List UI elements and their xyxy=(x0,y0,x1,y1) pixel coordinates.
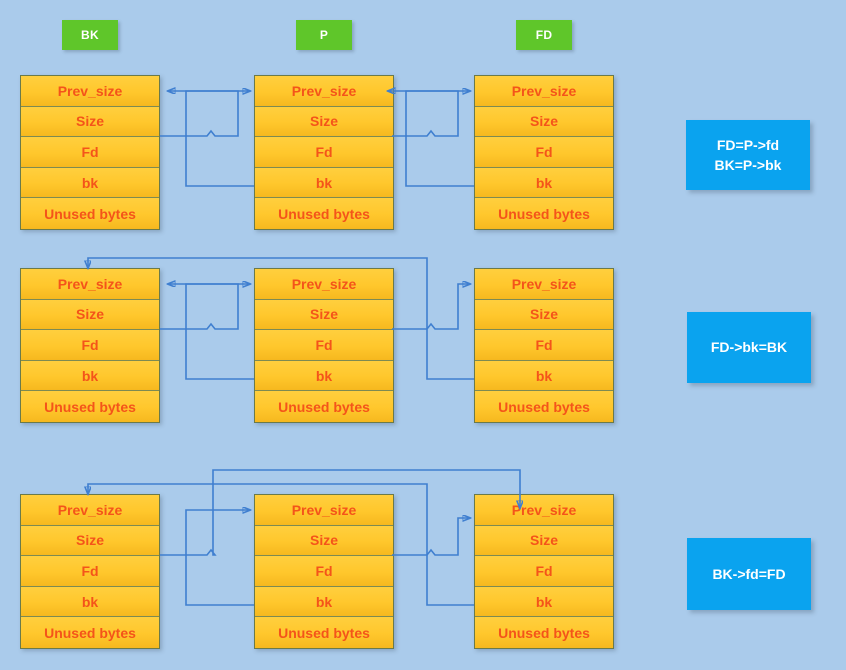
row-2-chunk-fd: Prev_size Size Fd bk Unused bytes xyxy=(474,268,614,423)
row-3-arrow-p-bk-to-bk xyxy=(185,510,254,606)
field-fd: Fd xyxy=(255,556,393,587)
field-bk: bk xyxy=(475,360,613,392)
row-1-arrow-p-bk-to-bk xyxy=(185,91,254,187)
field-prev-size: Prev_size xyxy=(21,495,159,526)
row-2-arrow-p-fd-to-fd xyxy=(392,284,470,330)
field-size: Size xyxy=(255,299,393,331)
field-bk: bk xyxy=(21,167,159,199)
field-fd: Fd xyxy=(475,330,613,361)
field-prev-size: Prev_size xyxy=(255,269,393,300)
field-bk: bk xyxy=(475,167,613,199)
field-size: Size xyxy=(255,106,393,138)
field-prev-size: Prev_size xyxy=(475,76,613,107)
field-unused-bytes: Unused bytes xyxy=(255,617,393,648)
row-2-arrow-bk-fd-to-p xyxy=(160,284,239,330)
field-fd: Fd xyxy=(21,137,159,168)
fd-pointer-label-text: FD xyxy=(535,28,553,42)
note-step-2-line-1: FD->bk=BK xyxy=(710,339,788,356)
field-unused-bytes: Unused bytes xyxy=(475,198,613,229)
field-fd: Fd xyxy=(475,137,613,168)
field-size: Size xyxy=(21,106,159,138)
note-step-3-line-1: BK->fd=FD xyxy=(712,565,786,582)
field-bk: bk xyxy=(255,586,393,618)
field-fd: Fd xyxy=(21,556,159,587)
row-3-chunk-fd: Prev_size Size Fd bk Unused bytes xyxy=(474,494,614,649)
p-pointer-label: P xyxy=(296,20,352,50)
row-1-arrow-bk-fd-to-p xyxy=(160,91,239,137)
field-prev-size: Prev_size xyxy=(255,76,393,107)
row-1-chunk-fd: Prev_size Size Fd bk Unused bytes xyxy=(474,75,614,230)
field-size: Size xyxy=(475,106,613,138)
field-prev-size: Prev_size xyxy=(21,76,159,107)
field-fd: Fd xyxy=(255,137,393,168)
note-step-1-line-2: BK=P->bk xyxy=(714,157,782,173)
row-3-chunk-bk: Prev_size Size Fd bk Unused bytes xyxy=(20,494,160,649)
fd-pointer-label: FD xyxy=(516,20,572,50)
field-unused-bytes: Unused bytes xyxy=(21,198,159,229)
note-step-2: FD->bk=BK xyxy=(687,312,811,383)
field-bk: bk xyxy=(255,360,393,392)
field-size: Size xyxy=(475,525,613,557)
row-3-chunk-p: Prev_size Size Fd bk Unused bytes xyxy=(254,494,394,649)
p-pointer-label-text: P xyxy=(319,28,329,42)
field-prev-size: Prev_size xyxy=(475,495,613,526)
field-bk: bk xyxy=(21,586,159,618)
row-3-arrow-p-fd-to-fd xyxy=(392,518,470,556)
field-unused-bytes: Unused bytes xyxy=(255,198,393,229)
field-size: Size xyxy=(475,299,613,331)
field-prev-size: Prev_size xyxy=(21,269,159,300)
field-bk: bk xyxy=(21,360,159,392)
row-2-chunk-p: Prev_size Size Fd bk Unused bytes xyxy=(254,268,394,423)
field-fd: Fd xyxy=(21,330,159,361)
field-unused-bytes: Unused bytes xyxy=(21,391,159,422)
row-1-arrow-p-fd-to-fd xyxy=(388,91,459,137)
note-step-1-line-1: FD=P->fd xyxy=(716,136,780,153)
field-bk: bk xyxy=(475,586,613,618)
field-unused-bytes: Unused bytes xyxy=(255,391,393,422)
field-unused-bytes: Unused bytes xyxy=(21,617,159,648)
field-size: Size xyxy=(255,525,393,557)
bk-pointer-label-text: BK xyxy=(81,28,99,42)
note-step-3: BK->fd=FD xyxy=(687,538,811,610)
bk-pointer-label: BK xyxy=(62,20,118,50)
row-1-arrow-fd-bk-to-p xyxy=(405,91,474,187)
field-fd: Fd xyxy=(255,330,393,361)
row-1-chunk-p: Prev_size Size Fd bk Unused bytes xyxy=(254,75,394,230)
field-prev-size: Prev_size xyxy=(475,269,613,300)
row-2-arrow-p-bk-to-bk xyxy=(185,284,254,380)
field-bk: bk xyxy=(255,167,393,199)
field-unused-bytes: Unused bytes xyxy=(475,617,613,648)
field-fd: Fd xyxy=(475,556,613,587)
field-size: Size xyxy=(21,525,159,557)
field-prev-size: Prev_size xyxy=(255,495,393,526)
row-1-chunk-bk: Prev_size Size Fd bk Unused bytes xyxy=(20,75,160,230)
field-size: Size xyxy=(21,299,159,331)
field-unused-bytes: Unused bytes xyxy=(475,391,613,422)
row-2-chunk-bk: Prev_size Size Fd bk Unused bytes xyxy=(20,268,160,423)
note-step-1: FD=P->fd BK=P->bk xyxy=(686,120,810,190)
